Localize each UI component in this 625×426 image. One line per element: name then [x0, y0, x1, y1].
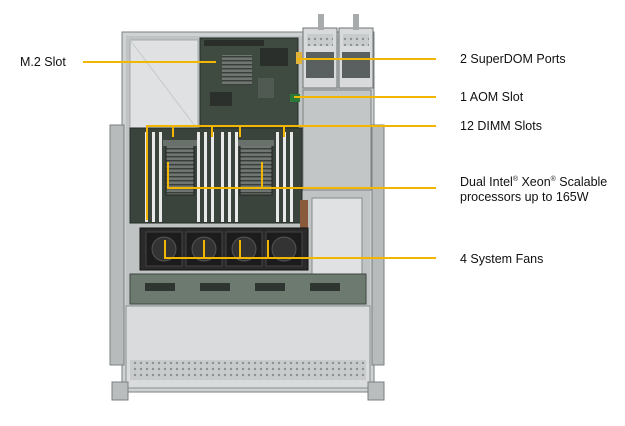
chipset-heatsink	[222, 55, 252, 85]
callout-line-dimm	[146, 125, 436, 220]
processors-label-text: Scalable	[555, 175, 608, 189]
dimm-slots-label: 12 DIMM Slots	[460, 119, 542, 133]
processors-label-text: Dual Intel	[460, 175, 513, 189]
processors-label: Dual Intel® Xeon® Scalable processors up…	[460, 175, 607, 205]
callout-line-fans	[164, 240, 436, 259]
registered-mark: ®	[550, 176, 556, 183]
callout-lines	[83, 58, 436, 259]
processors-label-text: Xeon	[517, 175, 551, 189]
empty-drive-bay	[129, 39, 199, 131]
m2-slot-connector	[204, 40, 264, 46]
superdom-ports-label: 2 SuperDOM Ports	[460, 52, 566, 66]
callout-line-cpu	[167, 162, 436, 189]
dimm-slots	[145, 132, 293, 222]
processors-label-line2: processors up to 165W	[460, 190, 589, 204]
aom-slot-label: 1 AOM Slot	[460, 90, 524, 104]
registered-mark: ®	[512, 176, 518, 183]
backplane	[129, 273, 367, 305]
cpu-sockets	[163, 140, 274, 196]
front-drive-bays	[111, 305, 385, 401]
m2-slot-label: M.2 Slot	[20, 55, 66, 69]
system-fans-label: 4 System Fans	[460, 252, 544, 266]
